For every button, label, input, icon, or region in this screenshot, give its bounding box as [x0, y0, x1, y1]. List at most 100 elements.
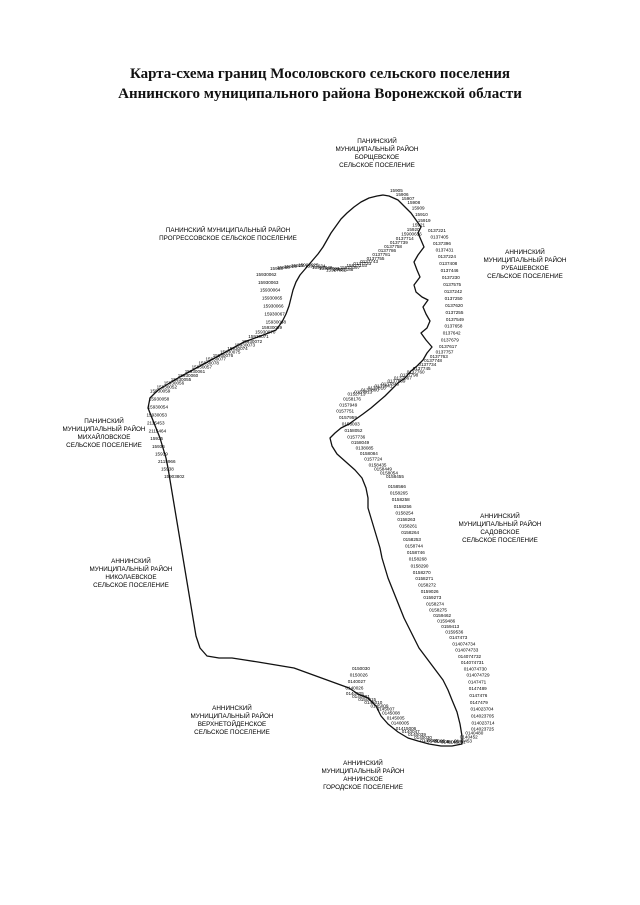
boundary-point-label: 15930074: [227, 346, 248, 351]
boundary-point-label: 0137739: [390, 240, 408, 245]
neighbor-line: Панинский муниципальный район: [166, 225, 291, 234]
boundary-point-label: 0158290: [411, 563, 429, 568]
boundary-point-label: 15907: [402, 196, 415, 201]
boundary-point-label: 0157724: [364, 457, 382, 462]
boundary-point-label: 0159486: [437, 619, 455, 624]
neighbor-label-anna-verkhnyaya-tishanka: Аннинский муниципальный район Верхнетойд…: [191, 703, 274, 736]
boundary-point-label: 15927046: [312, 265, 333, 270]
boundary-point-label: 0140025: [346, 691, 364, 696]
boundary-point-label: 15908: [407, 200, 420, 205]
boundary-point-label: 0159536: [445, 630, 463, 635]
boundary-points-south: 0158566015826501582580158256015825401582…: [346, 484, 495, 745]
boundary-point-label: 0158263: [397, 517, 415, 522]
boundary-point-label: 0137575: [443, 282, 461, 287]
boundary-point-label: 01415006: [396, 726, 417, 731]
boundary-point-label: 15935: [150, 436, 163, 441]
boundary-point-label: 15930068: [266, 319, 287, 324]
boundary-point-label: 0157736: [347, 434, 365, 439]
boundary-point-label: 0157959: [339, 415, 357, 420]
boundary-point-label: 15930070: [255, 330, 276, 335]
boundary-point-label: 15900636: [401, 232, 422, 237]
boundary-point-label: 014000: [434, 739, 450, 744]
boundary-point-label: 15930078: [199, 361, 220, 366]
boundary-point-label: 15909: [412, 206, 425, 211]
boundary-point-label: 0158258: [392, 497, 410, 502]
boundary-point-label: 0138085: [356, 446, 374, 451]
boundary-point-label: 0158084: [360, 451, 378, 456]
neighbor-line: Аннинский: [111, 556, 151, 565]
boundary-point-label: 15927188: [333, 267, 354, 272]
neighbor-label-panino-borshchevo: Панинский муниципальный район Борщевское…: [336, 136, 419, 169]
boundary-point-label: 0159273: [423, 595, 441, 600]
neighbor-label-panino-mikhaylovka: Панинский муниципальный район Михайловск…: [63, 416, 146, 449]
boundary-point-label: 0145008: [382, 710, 400, 715]
neighbor-line: Рубашевское: [501, 265, 548, 272]
neighbor-line: Аннинский: [343, 758, 383, 767]
map-title: Карта-схема границ Мосоловского сельског…: [0, 64, 640, 104]
neighbor-label-anna-nikolaevka: Аннинский муниципальный район Николаевск…: [90, 556, 173, 589]
boundary-point-label: 15930060: [178, 373, 199, 378]
boundary-point-label: 0137549: [446, 317, 464, 322]
boundary-point-label: 014023725: [471, 727, 494, 732]
boundary-point-label: 15921: [412, 223, 425, 228]
boundary-point-label: 0158271: [415, 576, 433, 581]
boundary-point-label: 15906: [396, 192, 409, 197]
boundary-point-label: 0137242: [444, 289, 462, 294]
boundary-point-label: 15930063: [258, 280, 279, 285]
boundary-point-label: 15930064: [260, 288, 281, 293]
boundary-point-label: 15929: [284, 264, 297, 269]
boundary-point-label: 0137760: [407, 370, 425, 375]
boundary-point-label: 0158744: [405, 543, 423, 548]
boundary-point-label: 0137255: [446, 310, 464, 315]
boundary-point-label: 15938: [161, 467, 174, 472]
boundary-point-label: 0158052: [345, 428, 363, 433]
boundary-point-label: 0158268: [409, 557, 427, 562]
boundary-point-label: 0147476: [469, 693, 487, 698]
neighbor-line: Панинский: [357, 136, 397, 145]
boundary-point-label: 0145010: [364, 700, 382, 705]
neighbor-label-panino-progress: Панинский муниципальный район Прогрессов…: [159, 225, 297, 242]
neighbor-line: сельское поселение: [93, 582, 169, 589]
boundary-point-label: 15930: [277, 265, 290, 270]
boundary-point-label: 15930067: [264, 311, 285, 316]
boundary-point-label: 15930065: [262, 296, 283, 301]
boundary-point-label: 0159462: [433, 613, 451, 618]
boundary-points-top: 1590515906159071590815909159101591915921…: [270, 188, 431, 272]
boundary-point-label: 15927097: [340, 265, 361, 270]
neighbor-line: Михайловское: [78, 432, 131, 441]
boundary-point-label: 0140452: [460, 735, 478, 740]
boundary-point-label: 15927103: [347, 263, 368, 268]
boundary-point-label: 014023704: [471, 707, 494, 712]
boundary-point-label: 0137733: [353, 261, 371, 266]
boundary-point-label: 15927034: [305, 264, 326, 269]
boundary-point-label: 15930076: [213, 353, 234, 358]
neighbor-line: муниципальный район: [63, 424, 146, 433]
neighbor-line: Панинский: [84, 416, 124, 425]
boundary-point-label: 2115453: [147, 420, 165, 425]
boundary-point-label: 0140480: [465, 731, 483, 736]
boundary-point-label: 15928: [291, 263, 304, 268]
boundary-point-label: 15930077: [206, 356, 227, 361]
boundary-point-label: 0140001: [448, 740, 466, 745]
boundary-point-label: 0157751: [336, 409, 354, 414]
boundary-point-label: 0140039: [408, 732, 426, 737]
neighbor-line: сельское поселение: [462, 537, 538, 544]
boundary-points-west: 1593006215930063159300641593006515930066…: [147, 272, 287, 479]
boundary-point-label: 0137841: [375, 384, 393, 389]
neighbor-line: Садовское: [480, 529, 519, 536]
boundary-point-label: 0158274: [426, 601, 444, 606]
settlement-boundary-line: [147, 194, 463, 747]
neighbor-line: Аннинский: [480, 511, 520, 520]
boundary-point-label: 2115464: [149, 428, 167, 433]
boundary-point-label: 0145009: [371, 703, 389, 708]
neighbor-line: сельское поселение: [487, 273, 563, 280]
neighbor-line: муниципальный район: [191, 711, 274, 720]
boundary-point-label: 15927093: [319, 266, 340, 271]
boundary-point-label: 15903802: [164, 474, 185, 479]
boundary-points-east: 0137221013740501373960137431013722401374…: [336, 228, 464, 479]
neighbor-line: муниципальный район: [336, 144, 419, 153]
boundary-point-label: 014074731: [461, 660, 484, 665]
boundary-point-label: 15930069: [262, 325, 283, 330]
boundary-point-label: 0140005: [391, 721, 409, 726]
